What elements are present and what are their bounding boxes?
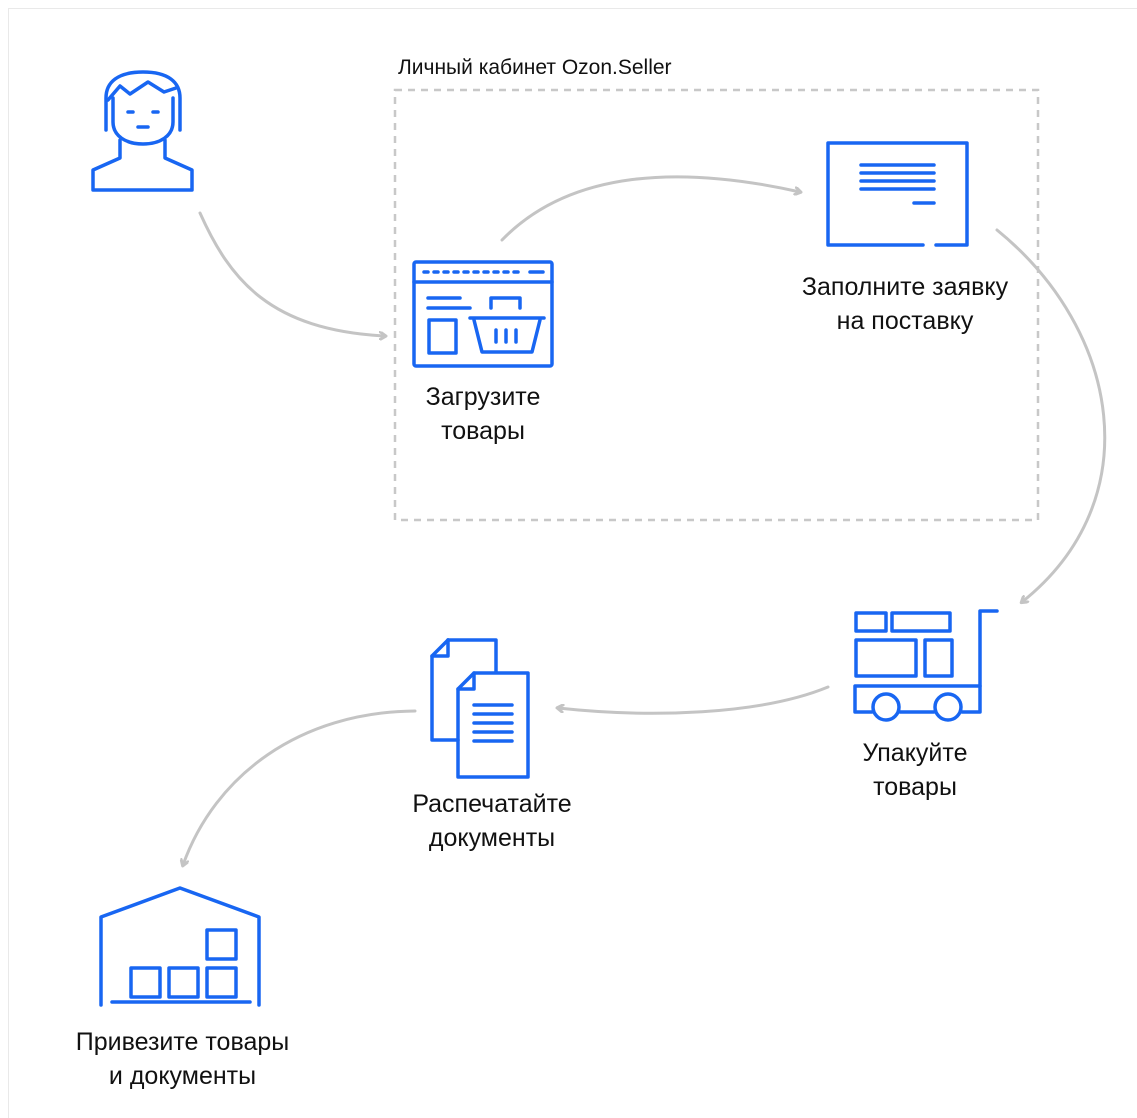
step-upload-label: Загрузите товары: [402, 380, 564, 448]
arrow-request-to-pack: [995, 228, 1107, 602]
step-warehouse-label-line2: и документы: [108, 1062, 257, 1090]
arrow-pack-to-print: [558, 685, 830, 715]
step-pack-label-line1: Упакуйте: [862, 739, 968, 767]
seller-account-group-title: Личный кабинет Ozon.Seller: [398, 56, 672, 79]
upload-goods-icon: [412, 260, 554, 368]
step-warehouse-label-line1: Привезите товары: [75, 1028, 290, 1056]
arrow-print-to-warehouse: [183, 709, 417, 865]
step-print-label-line1: Распечатайте: [412, 790, 572, 818]
step-warehouse-label: Привезите товары и документы: [40, 1025, 325, 1093]
supply-request-icon: [826, 141, 969, 247]
print-documents-icon: [430, 638, 530, 779]
step-print-label-line2: документы: [428, 824, 556, 852]
arrow-person-to-upload: [198, 211, 385, 336]
pack-goods-icon: [853, 609, 999, 722]
step-upload-label-line1: Загрузите: [425, 383, 541, 411]
step-print-label: Распечатайте документы: [372, 787, 612, 855]
step-request-label-line2: на поставку: [836, 307, 974, 335]
step-pack-label-line2: товары: [873, 773, 957, 801]
warehouse-icon: [99, 886, 261, 1007]
step-request-label-line1: Заполните заявку: [801, 273, 1009, 301]
arrow-upload-to-request: [500, 175, 800, 242]
step-request-label: Заполните заявку на поставку: [755, 270, 1055, 338]
seller-person-icon: [91, 70, 194, 192]
page-border: [8, 8, 1137, 1118]
step-pack-label: Упакуйте товары: [830, 736, 1000, 804]
step-upload-label-line2: товары: [441, 417, 525, 445]
seller-account-group-border: [393, 88, 1040, 522]
